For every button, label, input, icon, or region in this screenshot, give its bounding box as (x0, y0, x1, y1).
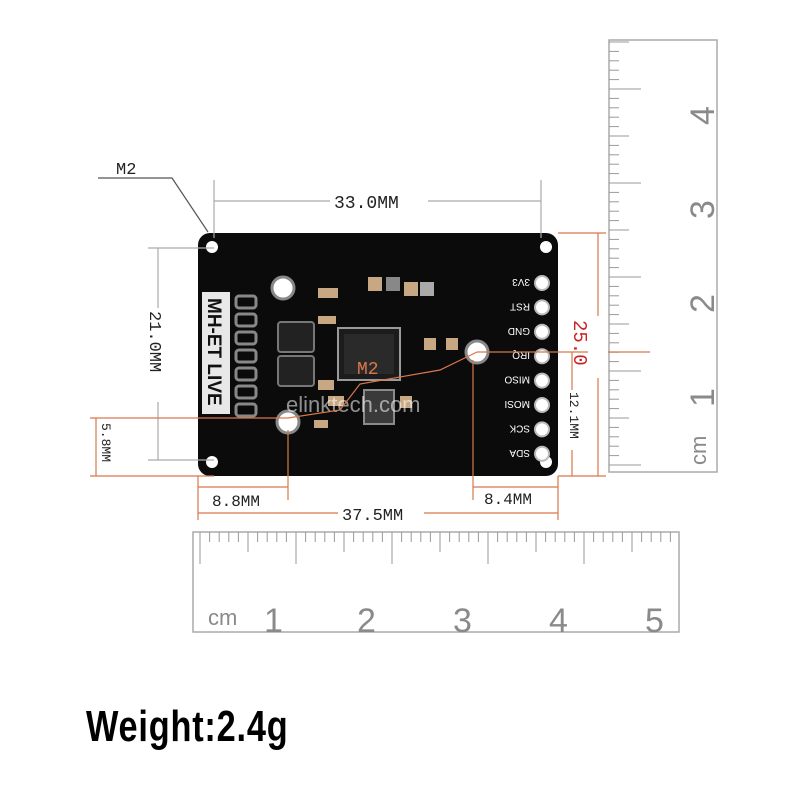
mounting-hole (206, 241, 218, 253)
right-ruler-unit: cm (686, 436, 711, 465)
board-height-label: 25.0 (568, 320, 590, 366)
pin-label: MOSI (504, 398, 530, 409)
header-pin (534, 397, 550, 413)
bottom-ruler-tick-label: 5 (645, 602, 664, 640)
inductor (277, 355, 315, 387)
bottom-ruler-unit: cm (208, 605, 237, 630)
pin-label: MISO (504, 374, 530, 385)
bottom-ruler-tick-label: 2 (357, 602, 376, 640)
header-pin (534, 348, 550, 365)
header-pin (534, 299, 550, 316)
m2-callout-label: M2 (116, 161, 136, 180)
hole-spacing-width-label: 33.0MM (334, 194, 399, 214)
right-ruler-tick-label: 2 (684, 294, 722, 313)
crystal-oscillator (363, 389, 395, 425)
mounting-hole (270, 275, 296, 301)
bottom-ruler-tick-label: 1 (264, 602, 283, 640)
inductor (277, 321, 315, 353)
hole-offset-x-left-label: 8.8MM (212, 493, 260, 511)
bottom-ruler-ticks (199, 532, 671, 564)
smd-components (314, 277, 458, 428)
bottom-ruler-tick-label: 3 (453, 602, 472, 640)
right-ruler-tick-label: 4 (684, 106, 722, 125)
hole-spacing-height-label: 21.0MM (144, 311, 163, 372)
watermark: elinktech.com (286, 392, 421, 417)
mounting-hole (206, 456, 218, 468)
right-ruler-tick-label: 3 (684, 200, 722, 219)
hole-offset-y-right-label: 12.1MM (566, 392, 581, 439)
chip-marker-text: M2 (357, 360, 379, 380)
rfid-chip: M2 (337, 327, 401, 381)
board-brand-label: MH-ET LIVE (202, 292, 230, 414)
header-pin (534, 323, 550, 340)
dimension-lines (90, 177, 650, 520)
right-ruler-tick-label: 1 (684, 388, 722, 407)
board-width-label: 37.5MM (342, 507, 403, 526)
header-pin (534, 275, 550, 291)
bottom-ruler-tick-label: 4 (549, 602, 568, 640)
pin-label: IRQ (512, 349, 530, 360)
right-ruler-ticks (609, 41, 641, 466)
weight-label: Weight:2.4g (86, 702, 289, 751)
pin-label: GND (508, 325, 530, 336)
right-ruler: cm 1 2 3 4 (608, 39, 722, 473)
board-brand-text: MH-ET LIVE (203, 298, 224, 406)
pin-label: SDA (509, 447, 530, 458)
bottom-ruler: cm 1 2 3 4 5 (192, 531, 680, 640)
header-pin (534, 421, 550, 438)
mounting-hole (540, 241, 552, 253)
hole-offset-x-right-label: 8.4MM (484, 491, 532, 509)
antenna-coil (234, 294, 258, 418)
header-pin (534, 372, 550, 389)
header-pin (534, 445, 550, 462)
pin-label: RST (510, 300, 530, 311)
pin-label: 3V3 (512, 276, 530, 287)
pin-label: SCK (509, 422, 530, 433)
hole-offset-y-label: 5.8MM (98, 423, 113, 462)
